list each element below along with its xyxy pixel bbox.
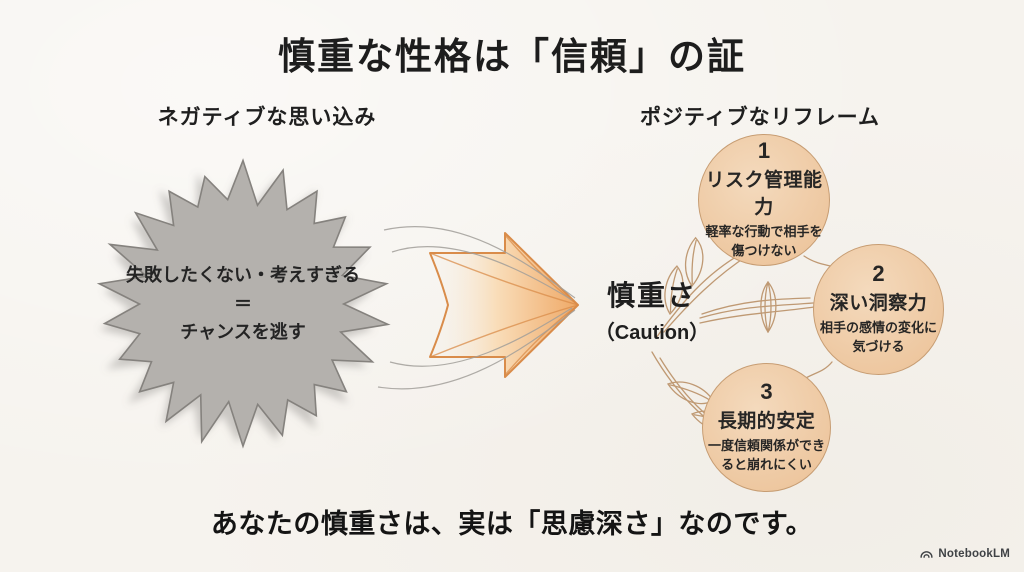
right-section-heading: ポジティブなリフレーム bbox=[639, 106, 881, 129]
footer-statement: あなたの慎重さは、実は「思慮深さ」なのです。 bbox=[210, 509, 814, 539]
burst-line-2: ＝ bbox=[234, 293, 252, 314]
reframe-circle-3: 3 長期的安定 一度信頼関係ができると崩れにくい bbox=[702, 363, 831, 492]
burst-shape bbox=[96, 158, 391, 449]
circle-3-desc: 一度信頼関係ができると崩れにくい bbox=[707, 438, 825, 473]
notebooklm-logo-icon bbox=[920, 551, 933, 558]
circle-3-number: 3 bbox=[760, 379, 773, 405]
circle-1-number: 1 bbox=[757, 138, 771, 164]
circle-2-number: 2 bbox=[872, 261, 885, 287]
notebooklm-watermark: NotebookLM bbox=[920, 547, 1010, 560]
burst-line-3: チャンスを逃す bbox=[180, 322, 306, 343]
burst-polygon bbox=[96, 158, 391, 449]
left-section-heading: ネガティブな思い込み bbox=[157, 106, 377, 129]
negative-burst: 失敗したくない・考えすぎる ＝ チャンスを逃す bbox=[92, 153, 394, 455]
caution-label: 慎重さ （Caution） bbox=[578, 274, 726, 345]
page-title: 慎重な性格は「信頼」の証 bbox=[278, 37, 746, 78]
caution-label-jp: 慎重さ bbox=[606, 280, 697, 311]
reframe-circle-1: 1 リスク管理能力 軽率な行動で相手を傷つけない bbox=[698, 134, 830, 266]
transform-arrow bbox=[429, 232, 579, 378]
reframe-circle-2: 2 深い洞察力 相手の感情の変化に気づける bbox=[813, 244, 944, 375]
circle-1-desc: 軽率な行動で相手を傷つけない bbox=[705, 224, 823, 259]
notebooklm-label: NotebookLM bbox=[938, 547, 1010, 560]
burst-text: 失敗したくない・考えすぎる ＝ チャンスを逃す bbox=[92, 153, 394, 455]
burst-line-1: 失敗したくない・考えすぎる bbox=[126, 264, 360, 285]
caution-label-en: （Caution） bbox=[594, 322, 710, 344]
circle-3-title: 長期的安定 bbox=[717, 411, 816, 433]
arrow-shape bbox=[429, 232, 579, 378]
seed-pod-icon bbox=[760, 280, 777, 334]
circle-1-title: リスク管理能力 bbox=[705, 170, 823, 219]
circle-2-title: 深い洞察力 bbox=[829, 293, 928, 315]
circle-2-desc: 相手の感情の変化に気づける bbox=[819, 320, 937, 355]
